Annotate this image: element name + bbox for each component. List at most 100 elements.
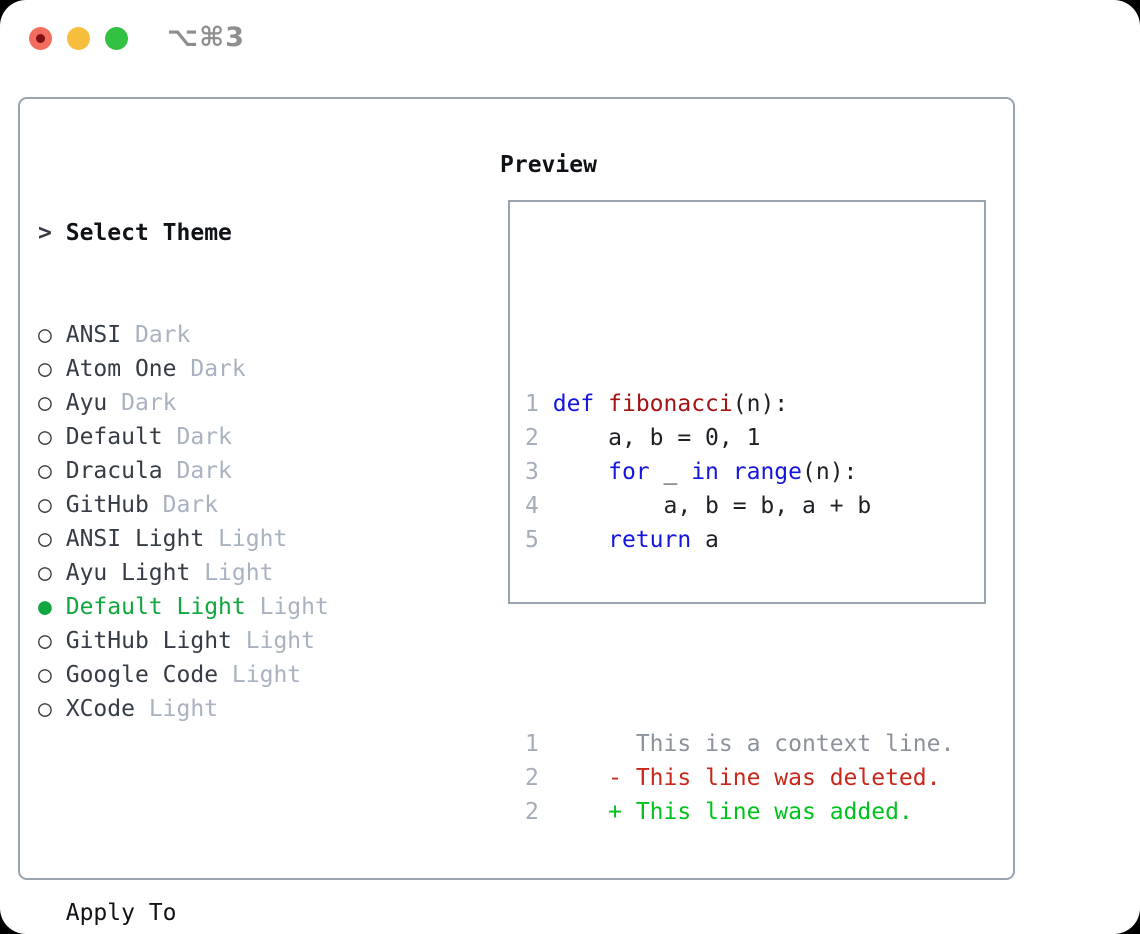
radio-icon: ○ (38, 560, 52, 586)
theme-variant-badge: Dark (134, 322, 191, 348)
code-segment: in (691, 459, 719, 485)
focus-marker-icon: > (38, 220, 52, 246)
diff-marker-icon: + (608, 799, 622, 825)
titlebar: ⌥⌘3 (0, 0, 1140, 76)
theme-option-github-light-light[interactable]: ○ GitHub Light Light (38, 624, 426, 658)
radio-icon: ○ (38, 492, 52, 518)
spacer (38, 794, 426, 828)
theme-variant-badge: Dark (190, 356, 246, 382)
code-line: 3 for _ in range(n): (525, 455, 954, 489)
theme-name: Atom One (65, 356, 177, 382)
code-line: 1 def fibonacci(n): (525, 387, 954, 421)
radio-icon: ○ (38, 390, 52, 416)
apply-to-title-label: Apply To (65, 900, 177, 926)
indent (38, 900, 52, 926)
diff-marker-icon: - (608, 765, 622, 791)
theme-variant-badge: Light (259, 594, 329, 620)
radio-icon: ○ (38, 662, 52, 688)
window-shortcut-label: ⌥⌘3 (167, 22, 245, 53)
line-number: 2 (525, 425, 539, 451)
theme-variant-badge: Light (245, 628, 315, 654)
blank-line (525, 625, 954, 659)
unsaved-indicator-dot (36, 34, 45, 43)
theme-option-github-dark[interactable]: ○ GitHub Dark (38, 488, 426, 522)
radio-selected-icon: ● (38, 594, 52, 620)
code-segment: _ (649, 459, 692, 485)
line-number: 4 (525, 493, 539, 519)
line-number: 1 (525, 391, 539, 417)
theme-option-dracula-dark[interactable]: ○ Dracula Dark (38, 454, 426, 488)
code-segment: return (608, 527, 692, 553)
theme-variant-badge: Light (204, 560, 274, 586)
diff-text: This is a context line. (635, 731, 955, 757)
radio-icon: ○ (38, 526, 52, 552)
diff-lines: 1 This is a context line. 2 - This line w… (525, 727, 954, 829)
theme-option-ayu-light-light[interactable]: ○ Ayu Light Light (38, 556, 426, 590)
theme-variant-badge: Light (231, 662, 302, 688)
theme-variant-badge: Dark (176, 424, 232, 450)
theme-variant-badge: Dark (162, 492, 219, 518)
code-line: 2 a, b = 0, 1 (525, 421, 954, 455)
close-button[interactable] (29, 27, 52, 50)
code-segment: for (608, 459, 650, 485)
theme-name: ANSI Light (65, 526, 205, 552)
code-segment: (n): (732, 391, 789, 417)
code-segment: fibonacci (608, 391, 733, 417)
theme-name: GitHub Light (65, 628, 232, 654)
blank-line (525, 285, 954, 319)
radio-icon: ○ (38, 322, 52, 348)
code-segment (553, 527, 608, 553)
theme-name: GitHub (65, 492, 149, 518)
diff-marker-icon (608, 731, 622, 757)
theme-variant-badge: Dark (121, 390, 177, 416)
theme-option-default-dark[interactable]: ○ Default Dark (38, 420, 426, 454)
theme-option-atom-one-dark[interactable]: ○ Atom One Dark (38, 352, 426, 386)
zoom-button[interactable] (105, 27, 128, 50)
code-segment: def (552, 391, 595, 417)
code-segment: range (732, 459, 803, 485)
line-number: 2 (525, 799, 539, 825)
diff-text: This line was added. (635, 799, 913, 825)
line-number: 1 (525, 731, 539, 757)
theme-option-xcode-light[interactable]: ○ XCode Light (38, 692, 426, 726)
theme-option-google-code-light[interactable]: ○ Google Code Light (38, 658, 426, 692)
code-segment: a, b = 0, 1 (552, 425, 761, 451)
preview-title: Preview (500, 152, 597, 178)
diff-text: This line was deleted. (635, 765, 941, 791)
theme-name: Ayu Light (65, 560, 191, 586)
theme-list: ○ ANSI Dark○ Atom One Dark○ Ayu Dark○ De… (38, 318, 426, 726)
theme-name: Google Code (65, 662, 219, 688)
theme-name: XCode (65, 696, 135, 722)
radio-icon: ○ (38, 458, 52, 484)
code-line: 5 return a (525, 523, 954, 557)
theme-option-default-light-light[interactable]: ● Default Light Light (38, 590, 426, 624)
theme-option-ansi-light-light[interactable]: ○ ANSI Light Light (38, 522, 426, 556)
code-segment: a (691, 527, 719, 553)
theme-option-ansi-dark[interactable]: ○ ANSI Dark (38, 318, 426, 352)
theme-list-title-label: Select Theme (65, 220, 232, 246)
radio-icon: ○ (38, 628, 52, 654)
code-line: 4 a, b = b, a + b (525, 489, 954, 523)
code-segment: (n): (802, 459, 858, 485)
theme-name: Default Light (65, 594, 246, 620)
apply-to-title: Apply To (38, 896, 426, 930)
theme-option-ayu-dark[interactable]: ○ Ayu Dark (38, 386, 426, 420)
theme-variant-badge: Dark (176, 458, 232, 484)
line-number: 2 (525, 765, 539, 791)
theme-name: Ayu (65, 390, 108, 416)
theme-name: Default (65, 424, 163, 450)
minimize-button[interactable] (67, 27, 90, 50)
code-segment (553, 459, 608, 485)
line-number: 3 (525, 459, 539, 485)
theme-variant-badge: Light (148, 696, 219, 722)
line-number: 5 (525, 527, 539, 553)
left-column: > Select Theme ○ ANSI Dark○ Atom One Dar… (38, 148, 426, 934)
diff-line-context: 1 This is a context line. (525, 727, 954, 761)
code-segment: a, b = b, a + b (552, 493, 872, 519)
theme-name: Dracula (65, 458, 163, 484)
theme-list-title: > Select Theme (38, 216, 426, 250)
